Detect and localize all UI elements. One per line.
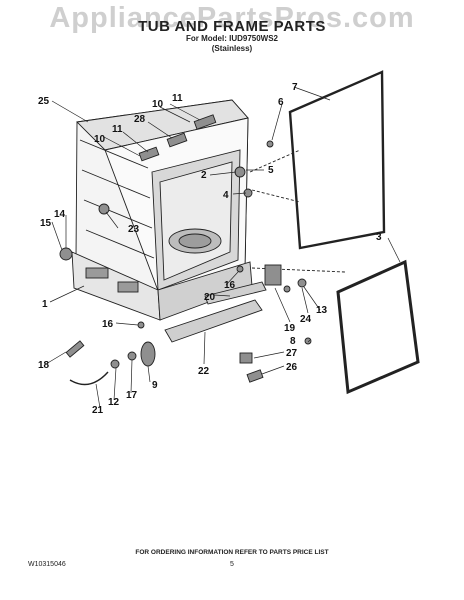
callout-14: 14 xyxy=(54,209,66,220)
callout-17: 17 xyxy=(126,390,138,401)
callout-10-lower: 10 xyxy=(94,134,106,145)
callout-15: 15 xyxy=(40,218,52,229)
callout-6: 6 xyxy=(278,97,284,108)
part-5 xyxy=(234,166,246,178)
part-21 xyxy=(69,371,109,386)
exploded-view-diagram: 25 11 10 28 11 10 7 6 5 2 4 23 14 15 1 1… xyxy=(38,70,420,416)
model-label: For Model: IUD9750WS2 xyxy=(185,34,278,43)
callout-7: 7 xyxy=(292,82,298,93)
tub-body xyxy=(75,99,249,301)
callout-5: 5 xyxy=(268,165,274,176)
document-number: W10315046 xyxy=(28,561,66,568)
part-13 xyxy=(297,278,307,288)
callout-18: 18 xyxy=(38,360,50,371)
callout-12: 12 xyxy=(108,397,120,408)
callout-25: 25 xyxy=(38,96,50,107)
callout-22: 22 xyxy=(198,366,210,377)
callout-8: 8 xyxy=(290,336,296,347)
callout-1: 1 xyxy=(42,299,48,310)
callout-16-lower: 16 xyxy=(102,319,114,330)
variant-label: (Stainless) xyxy=(211,44,253,53)
part-23 xyxy=(98,203,110,215)
part-24 xyxy=(283,285,291,293)
part-26 xyxy=(246,369,264,383)
page-title: TUB AND FRAME PARTS xyxy=(138,18,326,35)
part-12 xyxy=(110,359,120,369)
part-20 xyxy=(204,281,267,305)
ordering-note: FOR ORDERING INFORMATION REFER TO PARTS … xyxy=(135,549,329,556)
page-number: 5 xyxy=(230,561,234,568)
callout-19: 19 xyxy=(284,323,296,334)
part-22 xyxy=(164,299,263,343)
callout-23: 23 xyxy=(128,224,140,235)
part-18 xyxy=(65,340,85,358)
callout-9: 9 xyxy=(152,380,158,391)
callout-28: 28 xyxy=(134,114,146,125)
callout-27: 27 xyxy=(286,348,298,359)
callout-11-lower: 11 xyxy=(112,124,123,135)
part-11-lower xyxy=(138,146,160,162)
callout-2: 2 xyxy=(201,170,207,181)
callout-3: 3 xyxy=(376,232,382,243)
callout-20: 20 xyxy=(204,292,216,303)
callout-11-upper: 11 xyxy=(172,93,183,104)
part-11-upper xyxy=(193,114,217,130)
callout-4: 4 xyxy=(223,190,229,201)
callout-26: 26 xyxy=(286,362,298,373)
part-6 xyxy=(266,140,274,148)
part-9 xyxy=(140,341,156,367)
callout-21: 21 xyxy=(92,405,104,416)
part-8 xyxy=(304,337,312,345)
part-28 xyxy=(166,132,188,148)
part-19 xyxy=(264,264,282,286)
door-gasket xyxy=(288,70,386,250)
tub-gasket xyxy=(336,259,420,395)
part-16-lower xyxy=(137,321,145,329)
callout-16-upper: 16 xyxy=(224,280,236,291)
callout-13: 13 xyxy=(316,305,328,316)
part-17 xyxy=(127,351,137,361)
watermark: AppliancePartsPros.com xyxy=(49,2,415,34)
part-27 xyxy=(239,352,253,364)
callout-24: 24 xyxy=(300,314,312,325)
part-16-upper xyxy=(236,265,244,273)
callout-10-upper: 10 xyxy=(152,99,164,110)
